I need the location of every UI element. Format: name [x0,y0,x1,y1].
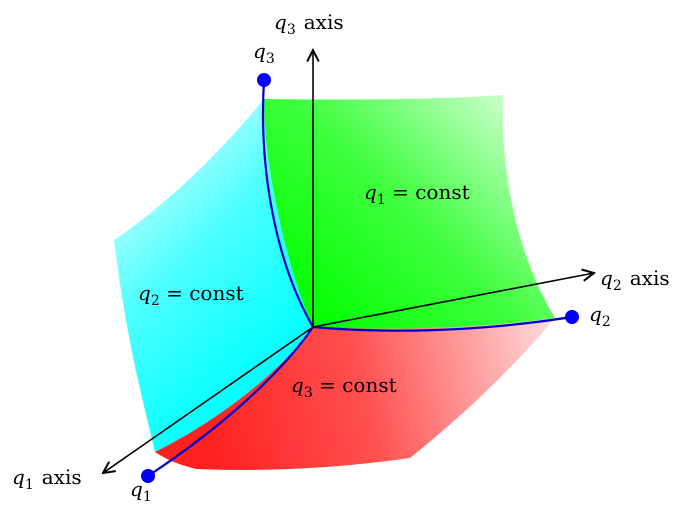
q3-coordinate-curve [261,79,314,328]
q3-const-label: q3 = const [291,373,397,401]
q2-const-label: q2 = const [138,281,244,309]
q3-point-label: q3 [253,39,275,67]
q3-point [257,73,271,87]
q1-axis-line [103,326,314,473]
q2-axis-line [312,273,594,328]
surface-q3-const [155,318,555,470]
surface-q2-const [114,99,313,452]
q1-coordinate-curve [147,326,314,477]
q1-const-label: q1 = const [364,180,470,208]
q1-point [141,469,155,483]
surface-q1-const [263,95,555,329]
q2-coordinate-curve [312,315,573,332]
q2-point [565,310,579,324]
q2-point-label: q2 [589,302,611,330]
q1-point-label: q1 [130,477,152,505]
